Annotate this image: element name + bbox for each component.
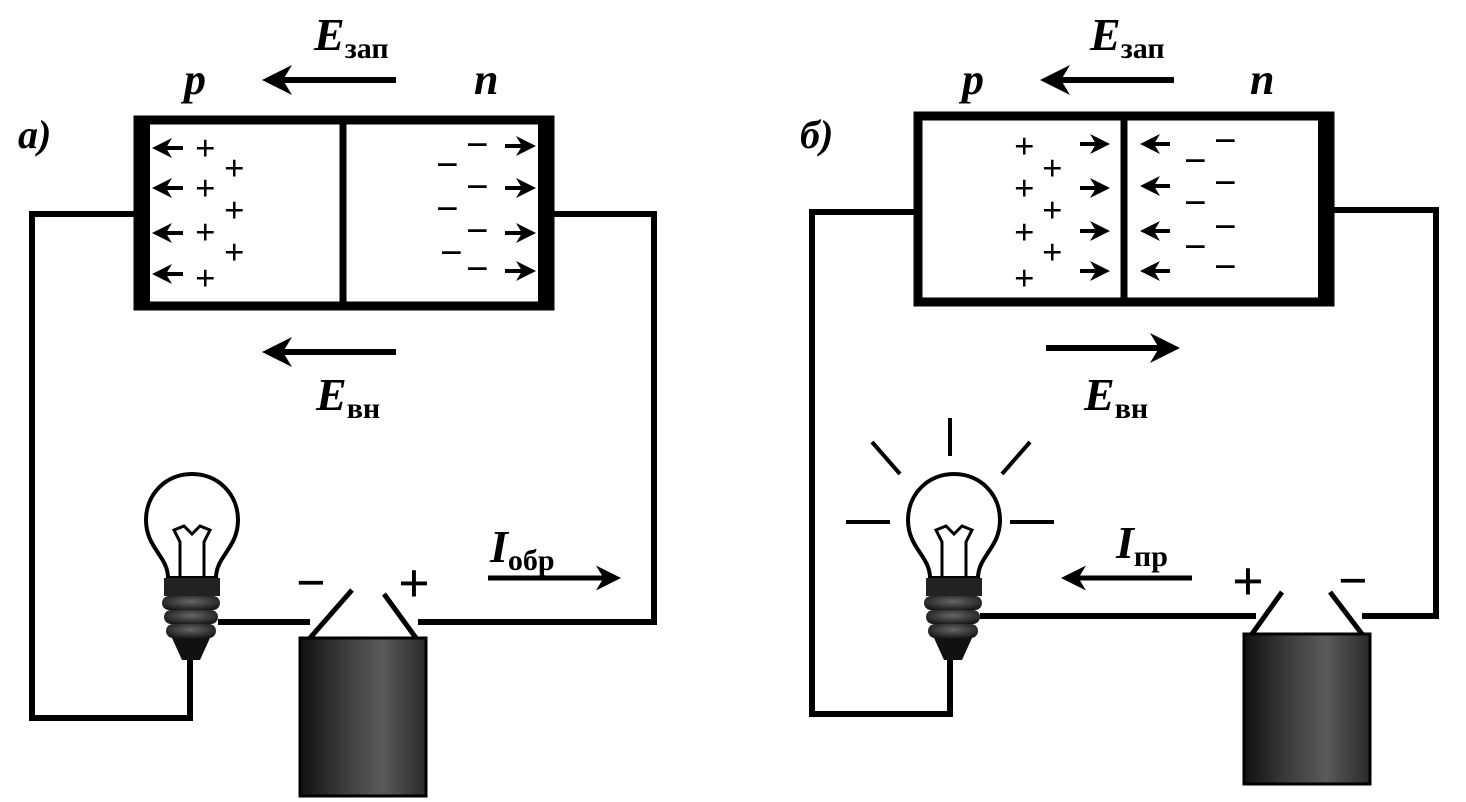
svg-text:+: +: [195, 128, 216, 168]
svg-text:+: +: [224, 190, 245, 230]
svg-text:−: −: [1214, 244, 1237, 289]
panel-b-wire-right: [1330, 207, 1439, 619]
svg-text:−: −: [1184, 138, 1207, 183]
panel-b-lamp-rays: [846, 418, 1054, 524]
panel-b: б) p n Eзап + + + + + + + − − − −: [800, 9, 1439, 786]
panel-a-battery-right-sign: +: [398, 553, 430, 615]
svg-text:−: −: [1214, 118, 1237, 163]
panel-b-p-arrows: [1080, 134, 1110, 281]
svg-text:+: +: [1014, 126, 1035, 166]
panel-a-evn-label: Eвн: [315, 369, 380, 425]
panel-b-wire-left: [809, 209, 953, 717]
panel-a-tag: а): [18, 112, 51, 157]
svg-text:−: −: [466, 164, 489, 209]
svg-text:−: −: [466, 122, 489, 167]
svg-text:+: +: [1042, 232, 1063, 272]
panel-b-n-label: n: [1250, 55, 1274, 104]
panel-b-battery: [1242, 590, 1372, 786]
svg-text:+: +: [224, 148, 245, 188]
panel-a-battery: [298, 588, 428, 798]
svg-text:−: −: [436, 142, 459, 187]
panel-b-n-arrows: [1140, 134, 1170, 281]
svg-text:+: +: [1014, 168, 1035, 208]
svg-text:+: +: [1014, 258, 1035, 298]
svg-text:+: +: [195, 258, 216, 298]
panel-a-n-charges: − − − − − − −: [436, 122, 489, 291]
svg-text:−: −: [1184, 180, 1207, 225]
panel-b-evn-label: Eвн: [1083, 369, 1148, 425]
panel-a-current-label: Iобр: [489, 521, 555, 577]
panel-a-ezap-label: Eзап: [313, 9, 389, 65]
panel-a-p-arrows: [152, 138, 183, 284]
svg-text:−: −: [466, 246, 489, 291]
panel-a-p-charges: + + + + + + +: [195, 128, 245, 298]
panel-b-n-charges: − − − − − − −: [1184, 118, 1237, 289]
svg-text:+: +: [195, 168, 216, 208]
panel-b-p-label: p: [958, 55, 984, 104]
svg-text:+: +: [1042, 148, 1063, 188]
panel-b-tag: б): [800, 112, 833, 157]
svg-text:−: −: [1214, 160, 1237, 205]
svg-text:−: −: [436, 186, 459, 231]
svg-text:+: +: [1014, 212, 1035, 252]
svg-text:+: +: [195, 212, 216, 252]
svg-text:−: −: [1184, 224, 1207, 269]
panel-b-battery-right-sign: −: [1338, 553, 1368, 610]
panel-a: а) p n Eзап + + + + + + +: [18, 9, 657, 798]
svg-text:+: +: [1042, 190, 1063, 230]
panel-a-wire-right: [418, 211, 657, 625]
panel-b-p-charges: + + + + + + +: [1014, 126, 1063, 298]
svg-text:−: −: [466, 208, 489, 253]
svg-text:+: +: [224, 232, 245, 272]
svg-text:−: −: [1214, 204, 1237, 249]
panel-b-ezap-label: Eзап: [1089, 9, 1165, 65]
panel-a-wire-left: [29, 211, 193, 721]
panel-a-p-label: p: [180, 55, 206, 104]
panel-b-current-label: Iпр: [1115, 517, 1168, 573]
panel-b-lamp: [905, 471, 1003, 660]
panel-b-battery-left-sign: +: [1232, 551, 1264, 613]
panel-a-n-label: n: [474, 55, 498, 104]
panel-a-n-arrows: [505, 136, 536, 281]
svg-text:−: −: [440, 230, 463, 275]
panel-a-lamp: [143, 471, 241, 660]
panel-a-battery-left-sign: −: [296, 555, 326, 612]
